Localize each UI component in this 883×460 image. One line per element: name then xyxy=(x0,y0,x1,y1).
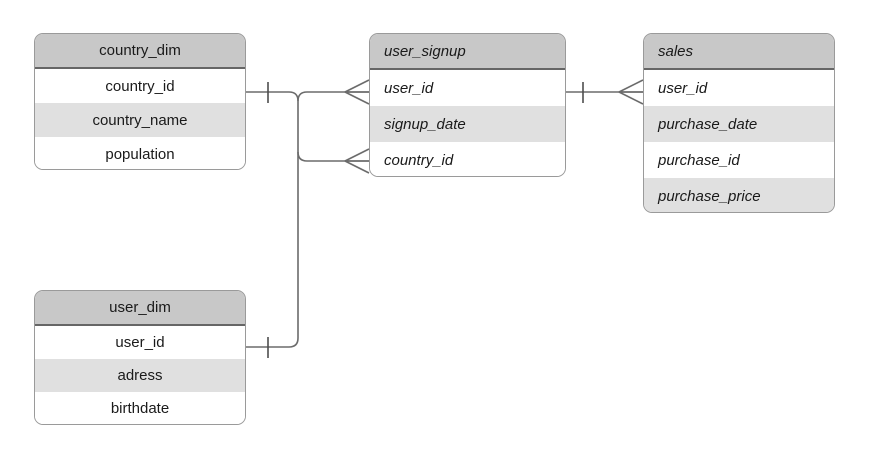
attribute-user_id[interactable]: user_id xyxy=(370,70,565,106)
attribute-user_id[interactable]: user_id xyxy=(35,326,245,359)
attribute-signup_date[interactable]: signup_date xyxy=(370,106,565,142)
entity-title-user_signup: user_signup xyxy=(370,34,565,70)
link-country-dim-to-signup xyxy=(246,82,299,358)
attribute-purchase_date[interactable]: purchase_date xyxy=(644,106,834,142)
entity-country_dim[interactable]: country_dim country_id country_name popu… xyxy=(34,33,246,170)
attribute-purchase_price[interactable]: purchase_price xyxy=(644,178,834,212)
crow-foot-signup-country-id xyxy=(344,148,370,174)
entity-user_dim[interactable]: user_dim user_id adress birthdate xyxy=(34,290,246,425)
entity-title-sales: sales xyxy=(644,34,834,70)
link-branch-signup-country-id xyxy=(297,148,370,174)
entity-title-country_dim: country_dim xyxy=(35,34,245,69)
link-signup-to-sales xyxy=(566,79,644,105)
attribute-birthdate[interactable]: birthdate xyxy=(35,392,245,424)
attribute-adress[interactable]: adress xyxy=(35,359,245,392)
attribute-country_id[interactable]: country_id xyxy=(35,69,245,103)
attribute-user_id[interactable]: user_id xyxy=(644,70,834,106)
attribute-country_id[interactable]: country_id xyxy=(370,142,565,176)
attribute-country_name[interactable]: country_name xyxy=(35,103,245,137)
crow-foot-sales-user-id xyxy=(618,79,644,105)
attribute-population[interactable]: population xyxy=(35,137,245,169)
attribute-purchase_id[interactable]: purchase_id xyxy=(644,142,834,178)
crow-foot-signup-user-id xyxy=(344,79,370,105)
entity-title-user_dim: user_dim xyxy=(35,291,245,326)
entity-sales[interactable]: sales user_id purchase_date purchase_id … xyxy=(643,33,835,213)
entity-user_signup[interactable]: user_signup user_id signup_date country_… xyxy=(369,33,566,177)
link-branch-signup-user-id xyxy=(297,79,370,105)
